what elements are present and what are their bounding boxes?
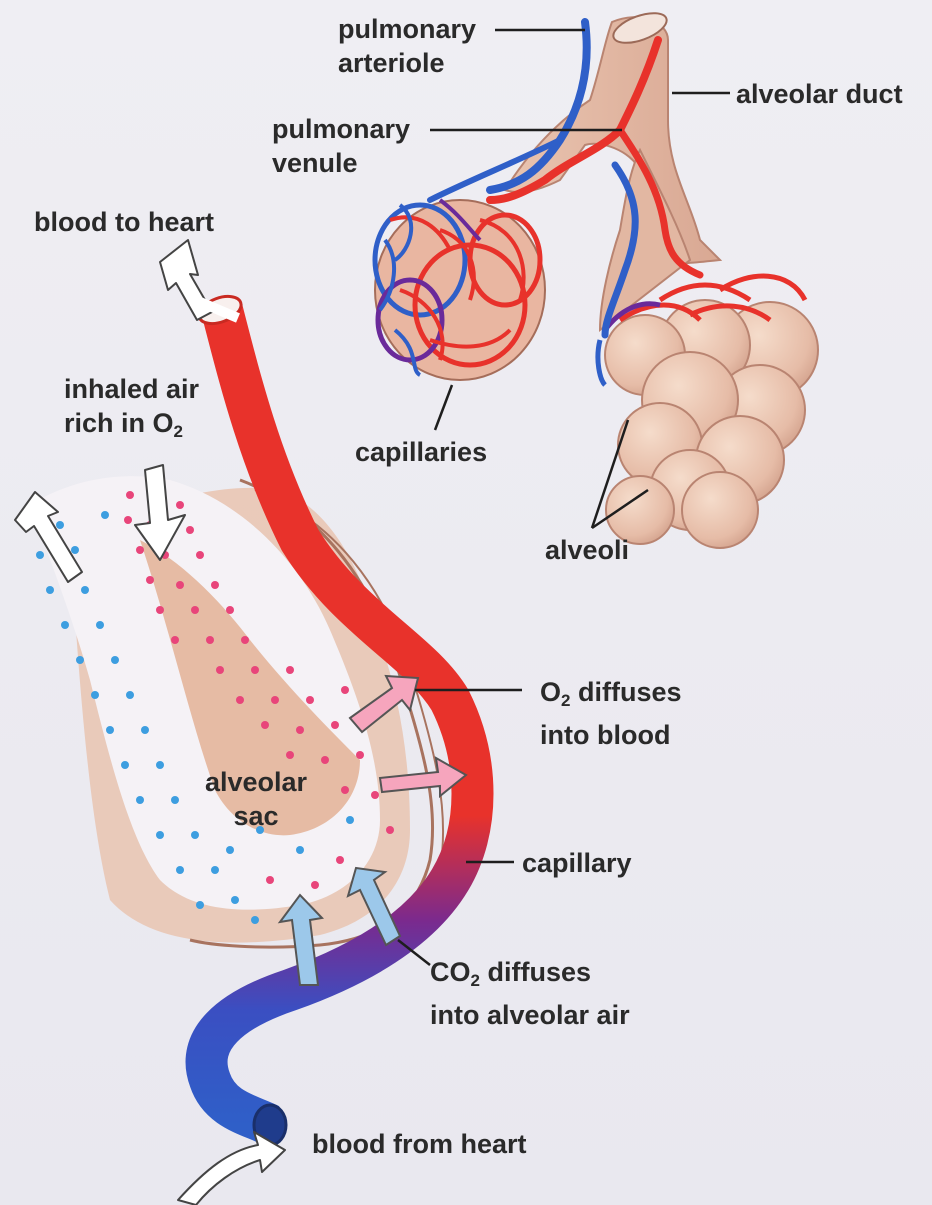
blood-from-heart-arrow xyxy=(178,1132,285,1205)
label-co2-line2: into alveolar air xyxy=(430,1000,630,1030)
label-inhaled-air: inhaled air rich in O2 xyxy=(64,372,199,449)
alveoli-cluster xyxy=(598,276,818,548)
alveolar-cluster-left xyxy=(375,200,545,380)
label-alveoli: alveoli xyxy=(545,533,629,567)
label-blood-from-heart: blood from heart xyxy=(312,1127,527,1161)
label-co2-diffuses: CO2 diffuses into alveolar air xyxy=(430,955,630,1032)
label-inhaled-air-line1: inhaled air xyxy=(64,374,199,404)
label-co2-symbol: CO xyxy=(430,957,471,987)
label-alveolar-duct: alveolar duct xyxy=(736,77,903,111)
label-inhaled-air-subscript: 2 xyxy=(174,422,183,441)
label-o2-symbol: O xyxy=(540,677,561,707)
label-capillary: capillary xyxy=(522,846,632,880)
label-capillaries: capillaries xyxy=(355,435,487,469)
label-pulmonary-arteriole: pulmonary arteriole xyxy=(338,12,476,80)
label-inhaled-air-line2: rich in O xyxy=(64,408,174,438)
label-o2-text: diffuses xyxy=(570,677,681,707)
label-co2-subscript: 2 xyxy=(471,971,480,990)
label-o2-diffuses: O2 diffuses into blood xyxy=(540,675,682,752)
leader-capillaries xyxy=(435,385,452,430)
label-co2-text: diffuses xyxy=(480,957,591,987)
label-alveolar-sac: alveolar sac xyxy=(205,765,307,833)
label-o2-line2: into blood xyxy=(540,720,670,750)
label-pulmonary-venule: pulmonary venule xyxy=(272,112,410,180)
label-blood-to-heart: blood to heart xyxy=(34,205,214,239)
